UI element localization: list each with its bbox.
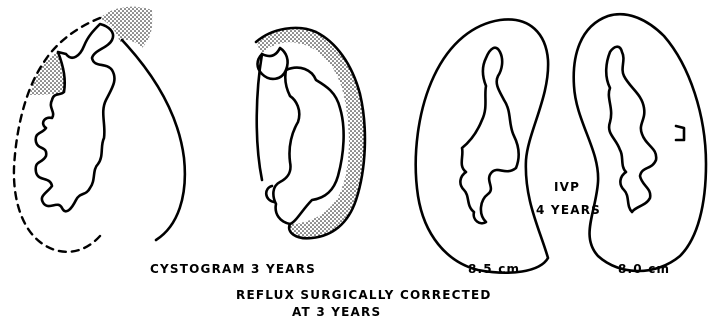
stippled-region-right: [256, 28, 365, 238]
ivp-collecting-system-right: [606, 47, 656, 212]
ivp-kidney-outline-left: [416, 19, 548, 272]
size-label-left: 8.5 cm: [468, 262, 520, 276]
ivp-kidney-right: [574, 14, 706, 271]
cystogram-kidney-left: [14, 7, 185, 252]
cystogram-label: CYSTOGRAM 3 YEARS: [150, 262, 316, 276]
caption-line-1: REFLUX SURGICALLY CORRECTED: [236, 288, 492, 302]
caption-line-2: AT 3 YEARS: [292, 305, 381, 319]
ivp-label: IVP: [554, 180, 580, 194]
cystogram-kidney-right: [256, 28, 365, 238]
ivp-age-label: 4 YEARS: [536, 203, 601, 217]
ivp-calyx-tip-right: [676, 126, 684, 140]
ivp-collecting-system-left: [460, 48, 518, 224]
ivp-kidney-left: [416, 19, 548, 272]
ivp-kidney-outline-right: [574, 14, 706, 271]
collecting-system-left: [36, 24, 115, 211]
collecting-system-right: [273, 68, 343, 224]
size-label-right: 8.0 cm: [618, 262, 670, 276]
kidney-outline-left: [122, 40, 185, 240]
